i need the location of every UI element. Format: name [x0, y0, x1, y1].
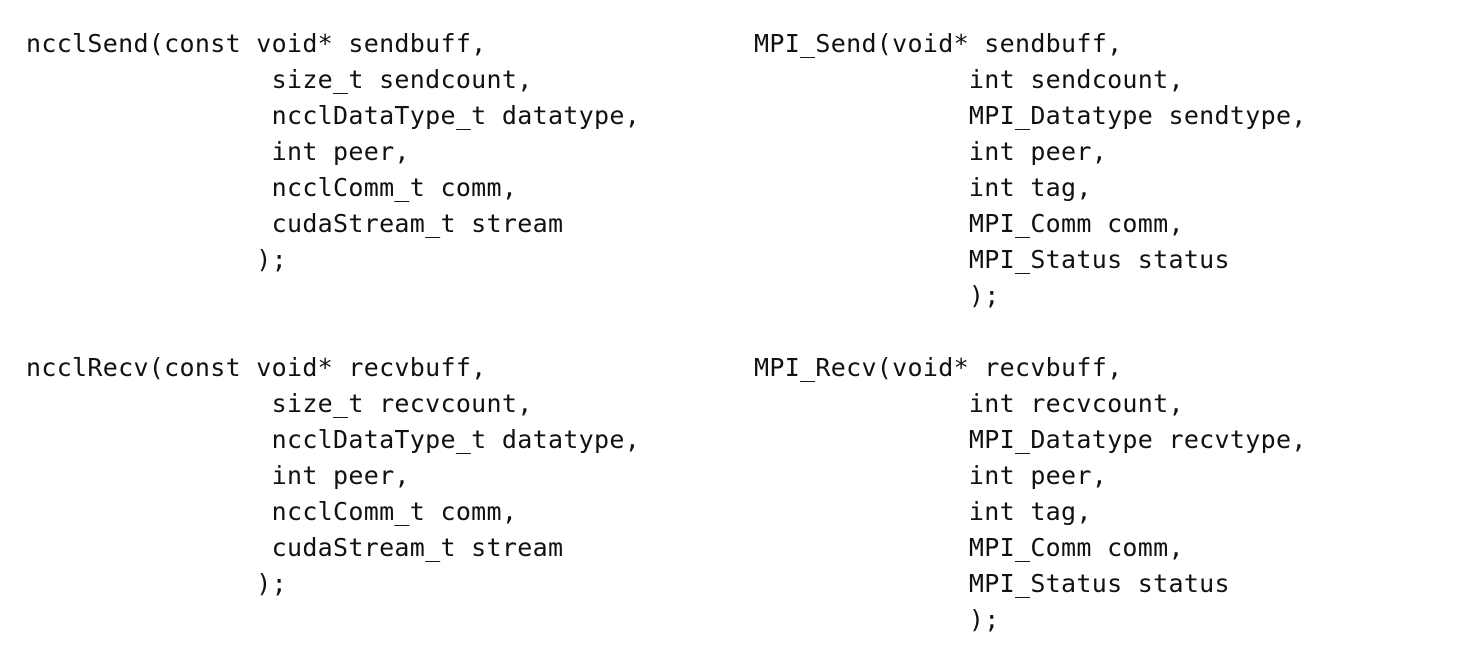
code-line: int peer,: [26, 461, 410, 490]
code-line: MPI_Comm comm,: [754, 209, 1184, 238]
code-line: ncclDataType_t datatype,: [26, 425, 641, 454]
code-line: size_t sendcount,: [26, 65, 533, 94]
code-line: cudaStream_t stream: [26, 209, 564, 238]
code-line: MPI_Datatype sendtype,: [754, 101, 1307, 130]
code-line: MPI_Recv(void* recvbuff,: [754, 353, 1123, 382]
code-line: ncclComm_t comm,: [26, 497, 518, 526]
code-line: MPI_Send(void* sendbuff,: [754, 29, 1123, 58]
nccl-send-signature: ncclSend(const void* sendbuff, size_t se…: [26, 26, 640, 278]
code-line: int recvcount,: [754, 389, 1184, 418]
code-line: MPI_Datatype recvtype,: [754, 425, 1307, 454]
code-line: ncclComm_t comm,: [26, 173, 518, 202]
mpi-recv-signature: MPI_Recv(void* recvbuff, int recvcount, …: [754, 350, 1307, 638]
code-line: int sendcount,: [754, 65, 1184, 94]
code-line: cudaStream_t stream: [26, 533, 564, 562]
code-line: MPI_Status status: [754, 245, 1230, 274]
code-line: );: [754, 281, 1000, 310]
code-line: size_t recvcount,: [26, 389, 533, 418]
mpi-send-signature: MPI_Send(void* sendbuff, int sendcount, …: [754, 26, 1307, 314]
code-line: MPI_Status status: [754, 569, 1230, 598]
code-line: int tag,: [754, 497, 1092, 526]
code-line: int peer,: [26, 137, 410, 166]
code-line: int tag,: [754, 173, 1092, 202]
code-line: );: [26, 569, 287, 598]
code-line: ncclRecv(const void* recvbuff,: [26, 353, 487, 382]
code-line: int peer,: [754, 461, 1108, 490]
code-line: MPI_Comm comm,: [754, 533, 1184, 562]
code-line: ncclDataType_t datatype,: [26, 101, 641, 130]
nccl-recv-signature: ncclRecv(const void* recvbuff, size_t re…: [26, 350, 640, 602]
code-line: ncclSend(const void* sendbuff,: [26, 29, 487, 58]
code-line: );: [26, 245, 287, 274]
code-line: int peer,: [754, 137, 1108, 166]
code-line: );: [754, 605, 1000, 634]
